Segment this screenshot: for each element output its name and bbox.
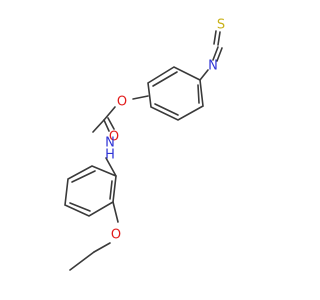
- ring-bottom-double-3: [109, 180, 113, 200]
- bond-n-ring-top: [199, 69, 209, 81]
- bond-o-carbonyl-c: [103, 106, 116, 121]
- bond-ring-o-ether: [112, 201, 119, 223]
- ring-top-double-1: [152, 71, 178, 87]
- atom-o-ester: O: [117, 95, 127, 110]
- atom-o-ether: O: [111, 228, 121, 243]
- bond-c-s-1: [217, 31, 221, 46]
- bond-o-ch2: [93, 242, 111, 253]
- ring-bottom-double-1: [71, 170, 96, 183]
- bond-c-n-1: [212, 46, 219, 61]
- bond-ring-o-ester: [132, 95, 149, 100]
- bond-c-o-carbonyl-2: [107, 117, 115, 130]
- atom-s: S: [217, 18, 225, 33]
- atom-h-nh: H: [105, 148, 115, 163]
- bond-n-ring-bottom: [105, 157, 117, 177]
- bond-c-n-2: [216, 47, 223, 62]
- bond-c-s-2: [213, 30, 217, 45]
- ring-bottom-double-2: [69, 202, 91, 212]
- atom-o-carbonyl: O: [109, 130, 119, 145]
- bond-ch2-ch3: [69, 251, 95, 271]
- chemical-structure-diagram: S N O O N H O: [64, 18, 225, 271]
- atom-n-isothiocyanate: N: [208, 59, 218, 74]
- atom-n-carbamate: N: [105, 136, 115, 151]
- ring-top-outline: [147, 66, 204, 121]
- ring-top-double-3: [197, 84, 200, 104]
- bond-c-o-carbonyl-1: [103, 119, 110, 132]
- ring-top-double-2: [154, 103, 179, 116]
- bond-carbonyl-c-n: [92, 119, 105, 133]
